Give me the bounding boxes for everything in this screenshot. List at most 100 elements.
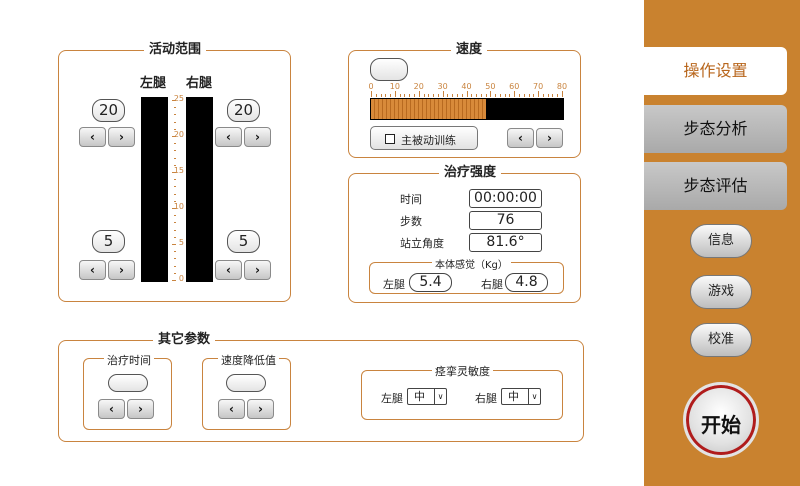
scale-tick (172, 100, 176, 101)
speed-scale-label: 50 (485, 82, 496, 91)
scale-label: 0 (178, 274, 184, 283)
right-upper-value[interactable]: 20 (227, 99, 260, 122)
speed-scale-tick (499, 94, 501, 97)
start-button[interactable]: 开始 (683, 382, 759, 458)
speed-scale-tick (538, 91, 540, 97)
speed-drop-stepper: ‹ › (218, 399, 274, 419)
scale-tick (174, 258, 176, 260)
speed-scale-tick (562, 91, 563, 97)
speed-scale-tick (504, 94, 506, 97)
speed-drop-value[interactable] (226, 374, 266, 392)
speed-scale-tick (485, 94, 487, 97)
speed-scale-tick (394, 91, 396, 97)
scale-tick (172, 280, 176, 281)
scale-tick (174, 229, 176, 231)
decrease-button[interactable]: ‹ (79, 127, 106, 147)
speed-scale-tick (490, 91, 492, 97)
speed-scale-tick (523, 94, 525, 97)
decrease-button[interactable]: ‹ (98, 399, 125, 419)
right-leg-label: 右腿 (186, 76, 213, 91)
increase-button[interactable]: › (244, 260, 271, 280)
scale-tick (174, 164, 176, 166)
scale-tick (174, 200, 176, 202)
start-label: 开始 (701, 413, 741, 437)
body-right-leg-label: 右腿 (481, 278, 503, 291)
game-button[interactable]: 游戏 (690, 275, 752, 309)
decrease-button[interactable]: ‹ (79, 260, 106, 280)
speed-scale-tick (418, 91, 420, 97)
speed-scale-tick (447, 94, 449, 97)
speed-scale-tick (542, 94, 544, 97)
other-params-panel (58, 340, 584, 442)
speed-scale-label: 10 (389, 82, 400, 91)
left-lower-value[interactable]: 5 (92, 230, 125, 253)
spasm-right-value: 中 (508, 390, 519, 403)
speed-scale-tick (428, 94, 430, 97)
increase-button[interactable]: › (247, 399, 274, 419)
scale-tick (174, 215, 176, 217)
scale-tick (174, 128, 176, 130)
tab-gait-analysis[interactable]: 步态分析 (644, 105, 787, 153)
info-button[interactable]: 信息 (690, 224, 752, 258)
speed-stepper: ‹ › (507, 128, 563, 148)
speed-bar-fill (371, 99, 486, 119)
decrease-button[interactable]: ‹ (215, 127, 242, 147)
tab-gait-assessment[interactable]: 步态评估 (644, 162, 787, 210)
spasm-right-label: 右腿 (475, 392, 497, 405)
speed-scale-tick (533, 94, 535, 97)
left-upper-value[interactable]: 20 (92, 99, 125, 122)
speed-scale-tick (371, 91, 372, 97)
angle-value: 81.6° (469, 233, 542, 252)
speed-scale-label: 60 (509, 82, 520, 91)
increase-button[interactable]: › (108, 127, 135, 147)
tab-operation-settings[interactable]: 操作设置 (644, 47, 787, 95)
increase-button[interactable]: › (244, 127, 271, 147)
scale-label: 20 (173, 130, 184, 139)
calibrate-button[interactable]: 校准 (690, 323, 752, 357)
scale-tick (174, 186, 176, 188)
body-sense-title: 本体感觉（Kg） (432, 256, 511, 271)
speed-value[interactable] (370, 58, 408, 81)
decrease-button[interactable]: ‹ (218, 399, 245, 419)
increase-button[interactable]: › (536, 128, 563, 148)
increase-button[interactable]: › (127, 399, 154, 419)
angle-label: 站立角度 (400, 237, 444, 250)
speed-scale-label: 20 (413, 82, 424, 91)
scale-label: 15 (173, 166, 184, 175)
speed-scale-tick (375, 94, 377, 97)
speed-scale-tick (476, 94, 478, 97)
speed-scale-tick (380, 94, 382, 97)
time-label: 时间 (400, 193, 422, 206)
treat-time-value[interactable] (108, 374, 148, 392)
scale-tick (174, 107, 176, 109)
left-upper-stepper: ‹ › (79, 127, 135, 147)
speed-scale-tick (404, 94, 406, 97)
scale-label: 10 (173, 202, 184, 211)
speed-scale-tick (514, 91, 516, 97)
speed-scale-tick (480, 94, 482, 97)
scale-tick (174, 179, 176, 181)
right-lower-value[interactable]: 5 (227, 230, 260, 253)
speed-scale-label: 40 (461, 82, 472, 91)
speed-scale-tick (528, 94, 530, 97)
chevron-down-icon: ∨ (434, 389, 446, 404)
spasm-left-select[interactable]: 中 ∨ (407, 388, 447, 405)
speed-scale-tick (547, 94, 549, 97)
spasm-right-select[interactable]: 中 ∨ (501, 388, 541, 405)
scale-tick (172, 172, 176, 173)
left-leg-range-bar (141, 97, 168, 282)
increase-button[interactable]: › (108, 260, 135, 280)
speed-scale-tick (519, 94, 521, 97)
right-leg-range-bar (186, 97, 213, 282)
passive-training-button[interactable]: 主被动训练 (370, 126, 478, 150)
time-value: 00:00:00 (469, 189, 542, 208)
treat-time-stepper: ‹ › (98, 399, 154, 419)
steps-value: 76 (469, 211, 542, 230)
spasm-left-label: 左腿 (381, 392, 403, 405)
speed-scale-tick (413, 94, 415, 97)
speed-scale-tick (433, 94, 435, 97)
decrease-button[interactable]: ‹ (507, 128, 534, 148)
decrease-button[interactable]: ‹ (215, 260, 242, 280)
passive-training-checkbox[interactable] (385, 134, 395, 144)
scale-tick (174, 251, 176, 253)
